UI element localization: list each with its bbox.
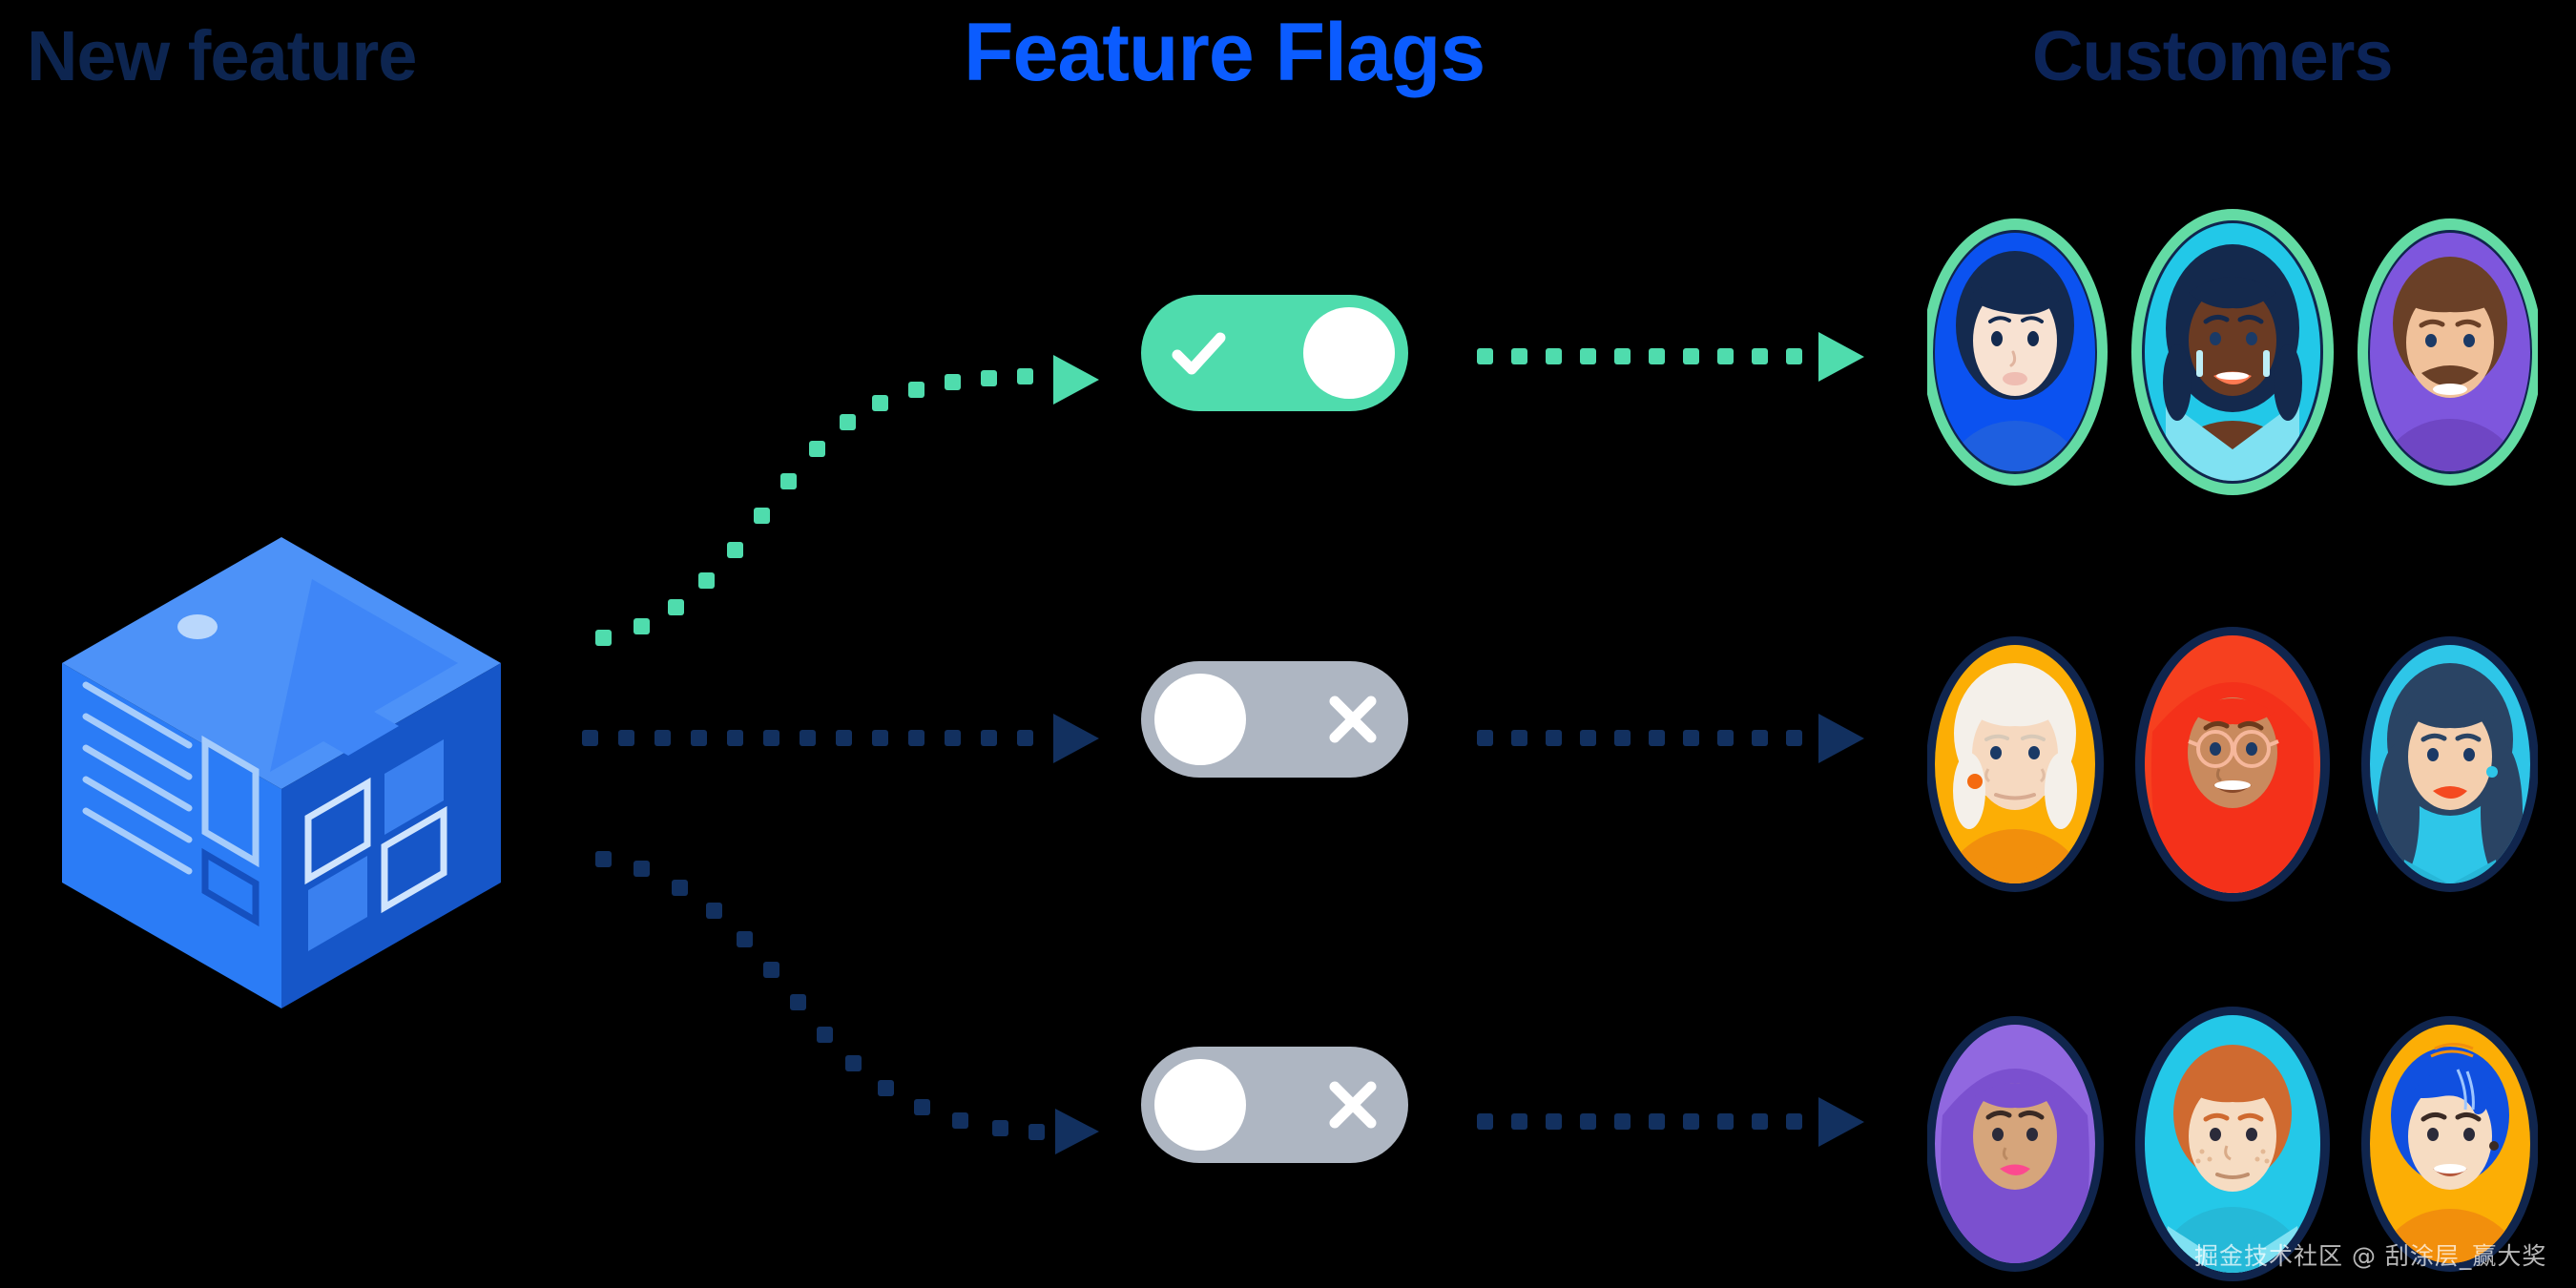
check-icon — [1164, 319, 1233, 387]
toggle-knob-3[interactable] — [1154, 1059, 1246, 1151]
feature-flag-toggle-2[interactable] — [1141, 661, 1408, 778]
feature-flag-toggle-3[interactable] — [1141, 1047, 1408, 1163]
dotted-arrow-in-1 — [595, 355, 1099, 646]
feature-flag-toggle-1[interactable] — [1141, 295, 1408, 411]
dotted-arrow-in-3 — [595, 851, 1099, 1154]
customer-avatar-group-3[interactable] — [1927, 1001, 2538, 1287]
page-title-customers: Customers — [2032, 16, 2394, 95]
cross-icon — [1319, 685, 1387, 754]
toggle-knob-2[interactable] — [1154, 674, 1246, 765]
toggle-knob-1[interactable] — [1303, 307, 1395, 399]
dotted-arrow-out-1 — [1477, 332, 1864, 382]
dotted-arrow-out-3 — [1477, 1097, 1864, 1147]
customer-avatar-group-2[interactable] — [1927, 621, 2538, 907]
dotted-arrow-out-2 — [1477, 714, 1864, 763]
customer-avatar-group-1[interactable] — [1927, 209, 2538, 495]
page-title-new-feature: New feature — [27, 16, 417, 95]
cross-icon — [1319, 1070, 1387, 1139]
dotted-arrow-in-2 — [582, 714, 1099, 763]
page-title-feature-flags: Feature Flags — [964, 7, 1485, 98]
watermark: 掘金技术社区 @ 刮涂层_赢大奖 — [2194, 1242, 2547, 1270]
new-feature-cube-icon — [52, 530, 510, 1016]
